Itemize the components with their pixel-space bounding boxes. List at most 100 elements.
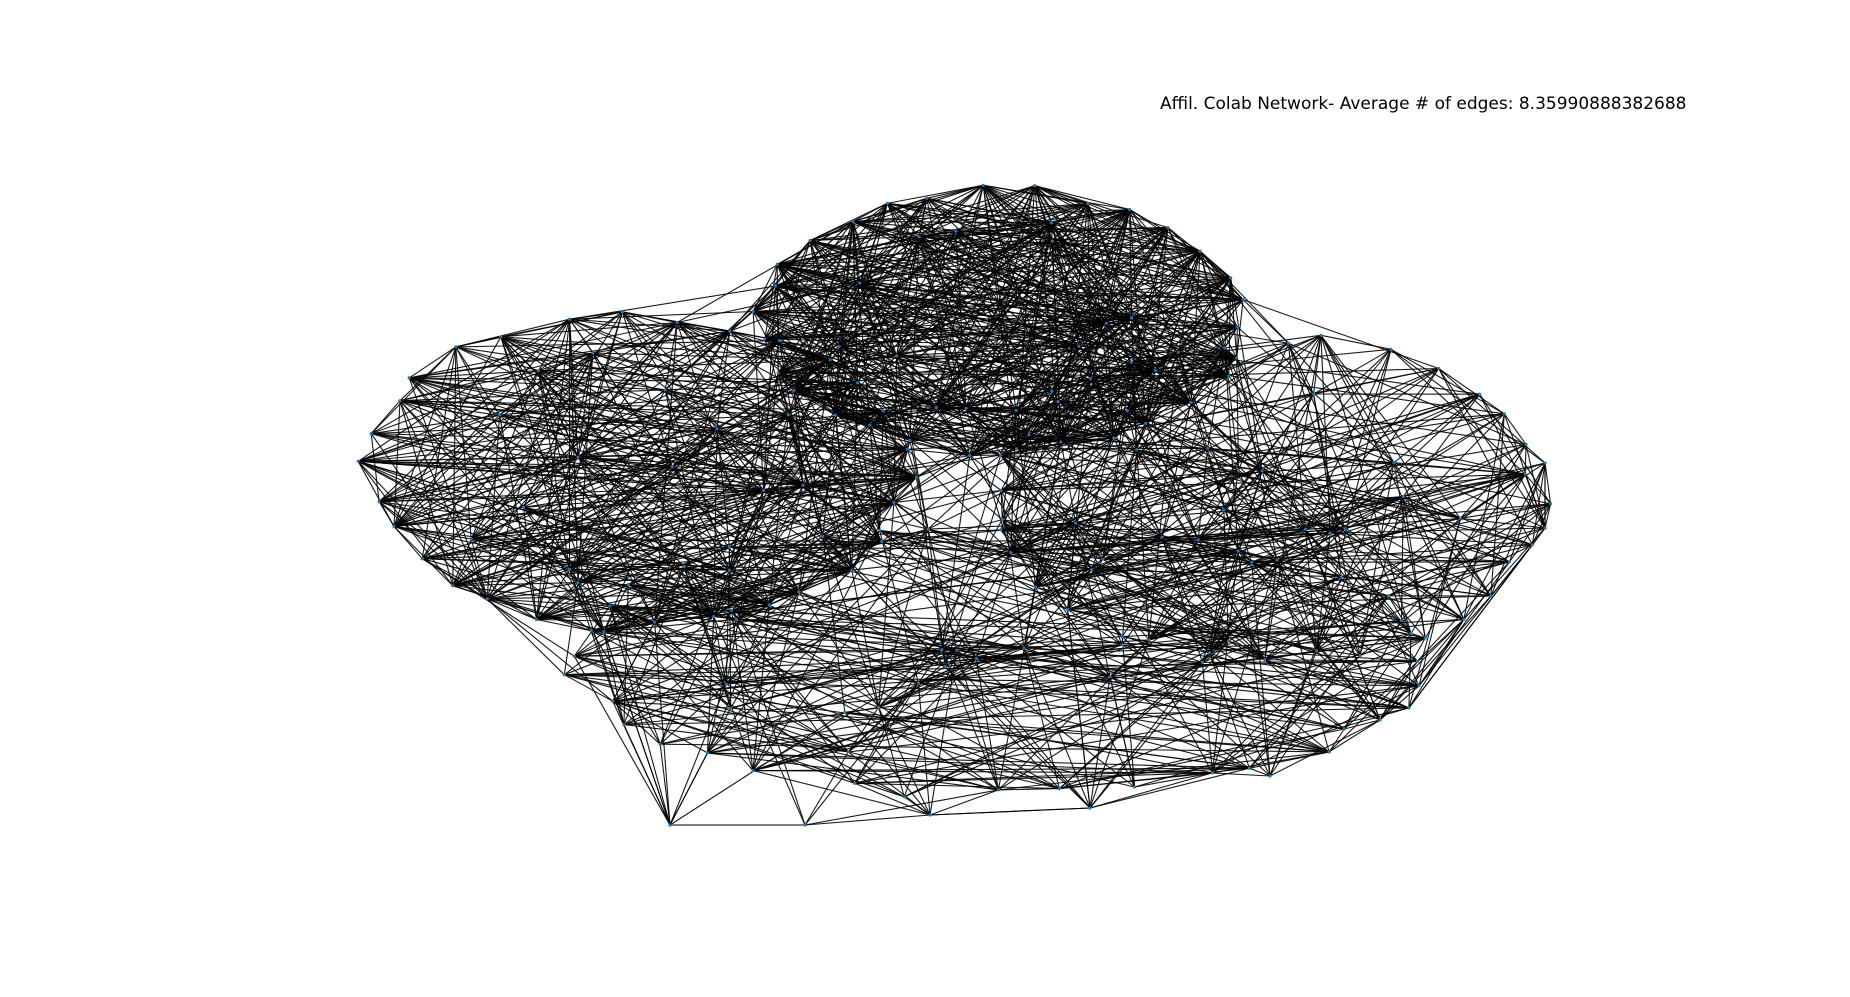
- graph-edge: [955, 230, 1053, 392]
- graph-edge: [1121, 636, 1271, 777]
- graph-edge: [1490, 413, 1505, 597]
- graph-edge: [371, 414, 500, 435]
- graph-edge: [538, 359, 831, 372]
- graph-edge: [768, 604, 919, 684]
- graph-edge: [944, 558, 1104, 667]
- graph-edge: [1051, 240, 1132, 363]
- graph-edge: [878, 647, 1025, 708]
- graph-edge: [1403, 462, 1546, 498]
- graph-edge: [935, 209, 1131, 408]
- graph-node: [1523, 472, 1527, 476]
- graph-edge: [809, 240, 840, 347]
- graph-edge: [916, 409, 1017, 478]
- graph-edge: [591, 569, 1092, 632]
- graph-edge: [776, 264, 840, 347]
- graph-edge: [1328, 719, 1381, 753]
- graph-node: [1222, 508, 1226, 512]
- graph-node: [1236, 549, 1240, 553]
- graph-edge: [574, 649, 957, 657]
- graph-edge: [1028, 434, 1163, 538]
- graph-nodes: [356, 183, 1553, 827]
- graph-edge: [408, 377, 500, 416]
- graph-edge: [1251, 473, 1526, 563]
- graph-edge: [975, 658, 999, 790]
- graph-edge: [835, 410, 884, 416]
- graph-edge: [612, 700, 708, 754]
- graph-edge: [857, 382, 1002, 491]
- graph-edge: [536, 546, 730, 621]
- graph-edge: [1059, 652, 1210, 790]
- graph-edge: [965, 407, 1093, 571]
- graph-edge: [982, 185, 1115, 439]
- graph-edge: [603, 631, 671, 826]
- graph-edge: [669, 711, 846, 826]
- graph-edge: [859, 184, 984, 284]
- graph-node: [855, 381, 860, 385]
- graph-edge: [883, 345, 1080, 412]
- graph-edge: [857, 382, 908, 450]
- graph-edge: [1075, 469, 1239, 524]
- graph-edge: [1328, 728, 1345, 753]
- graph-edge: [409, 377, 718, 430]
- graph-edge: [1251, 495, 1404, 563]
- graph-node: [954, 229, 958, 233]
- graph-edge: [1207, 347, 1226, 449]
- graph-edge: [1105, 322, 1156, 371]
- graph-node: [902, 795, 906, 799]
- graph-edge: [1148, 348, 1392, 641]
- graph-node: [485, 597, 489, 601]
- graph-edge: [1330, 527, 1546, 534]
- graph-node: [1210, 771, 1214, 775]
- graph-node: [663, 388, 667, 392]
- graph-edge: [1209, 652, 1381, 721]
- graph-edge: [1276, 517, 1461, 561]
- graph-edge: [358, 414, 500, 462]
- graph-edge: [1121, 636, 1136, 788]
- graph-edge: [612, 616, 715, 702]
- graph-edge: [1197, 470, 1239, 541]
- graph-edge: [918, 236, 1201, 252]
- graph-edge: [775, 285, 967, 409]
- graph-edge: [1197, 393, 1480, 541]
- graph-edge: [969, 455, 1104, 560]
- graph-edge: [358, 460, 673, 468]
- graph-node: [999, 488, 1003, 493]
- graph-edge: [659, 744, 671, 826]
- graph-edge: [1503, 413, 1527, 445]
- graph-edge: [983, 184, 1201, 252]
- graph-edge: [1190, 401, 1331, 534]
- graph-node: [451, 584, 455, 588]
- graph-edge: [1127, 342, 1289, 412]
- graph-edge: [1208, 652, 1250, 769]
- graph-edge: [1304, 529, 1381, 721]
- graph-edge: [926, 197, 1156, 371]
- graph-edge: [822, 415, 836, 537]
- graph-edge: [852, 221, 859, 383]
- graph-edge: [1075, 522, 1252, 563]
- graph-edge: [1078, 227, 1169, 347]
- graph-node: [1050, 389, 1054, 393]
- graph-edge: [1136, 251, 1201, 450]
- graph-edge: [887, 202, 1080, 347]
- graph-node: [420, 557, 424, 561]
- graph-edge: [1145, 423, 1278, 561]
- graph-edge: [731, 604, 770, 611]
- graph-edge: [955, 185, 1035, 232]
- graph-edge: [1051, 390, 1146, 425]
- graph-edge: [774, 285, 840, 347]
- graph-edge: [822, 535, 943, 651]
- graph-edge: [1224, 277, 1232, 348]
- graph-node: [1198, 249, 1202, 253]
- graph-edge: [927, 434, 1030, 530]
- graph-edge: [1524, 473, 1552, 505]
- graph-edge: [1197, 470, 1263, 541]
- graph-edge: [887, 202, 1244, 301]
- graph-edge: [926, 184, 984, 199]
- graph-edge: [1177, 251, 1201, 353]
- graph-edge: [1145, 422, 1208, 449]
- graph-edge: [1269, 576, 1342, 777]
- graph-node: [1207, 651, 1211, 655]
- graph-edge: [523, 506, 611, 607]
- graph-edge: [935, 203, 1089, 408]
- graph-node: [498, 413, 502, 417]
